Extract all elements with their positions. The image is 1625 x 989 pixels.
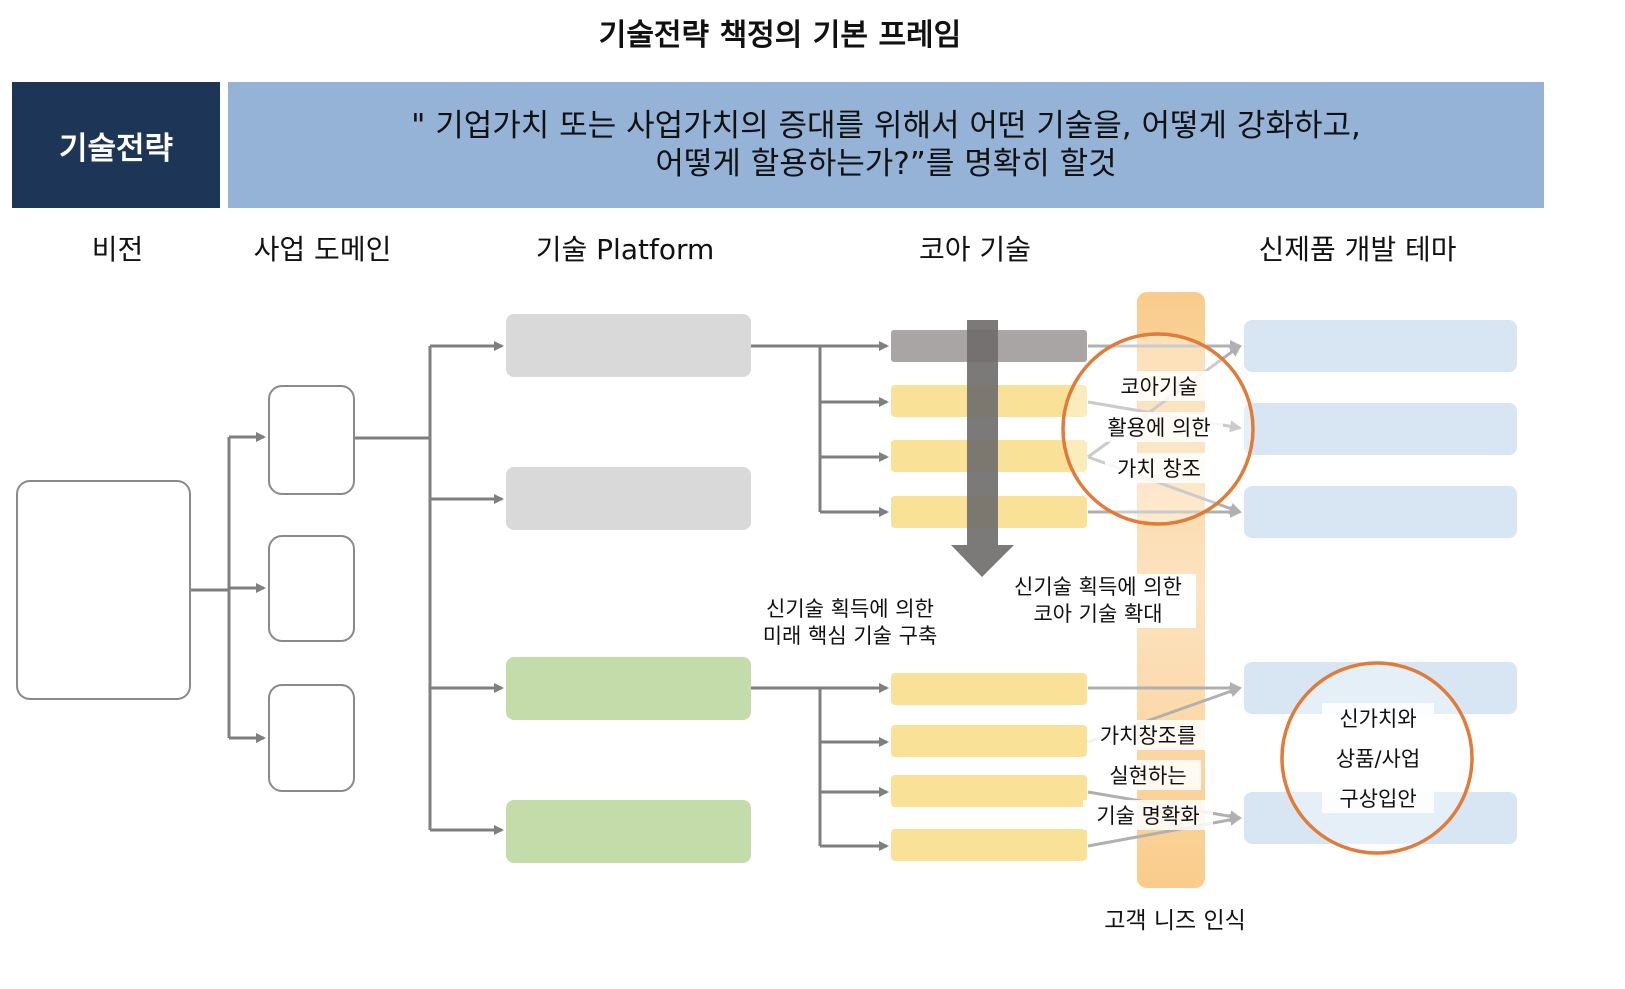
strategy-statement-line2: 어떻게 할용하는가?”를 명확히 할것 — [655, 146, 1117, 182]
note-future-core-tech: 신기술 획득에 의한 미래 핵심 기술 구축 — [745, 596, 955, 650]
column-header-domain: 사업 도메인 — [253, 233, 392, 266]
customer-needs-label: 고객 니즈 인식 — [1104, 908, 1246, 934]
domain-box — [268, 684, 355, 792]
theme-box — [1244, 320, 1517, 372]
future-platform-box — [506, 800, 751, 863]
strategy-statement-banner: " 기업가치 또는 사업가치의 증대를 위해서 어떤 기술을, 어떻게 강화하고… — [228, 82, 1544, 208]
column-header-vision: 비전 — [91, 233, 144, 266]
future-core-tech-bar — [891, 725, 1087, 757]
future-platform-box — [506, 657, 751, 720]
circle3-line3: 구상입안 — [1322, 783, 1434, 813]
diagram-title: 기술전략 책정의 기본 프레임 — [598, 18, 962, 53]
strategy-label: 기술전략 — [58, 130, 174, 167]
circle2-line2: 실현하는 — [1095, 760, 1201, 790]
column-header-theme: 신제품 개발 테마 — [1258, 233, 1457, 266]
vision-box — [16, 480, 191, 700]
theme-box — [1244, 486, 1517, 538]
circle1-line3: 가치 창조 — [1105, 453, 1213, 483]
circle2-line3: 기술 명확화 — [1083, 800, 1213, 830]
future-core-tech-bar — [891, 829, 1087, 861]
circle1-line2: 활용에 의한 — [1095, 412, 1223, 442]
column-header-platform: 기술 Platform — [535, 233, 715, 266]
circle3-line1: 신가치와 — [1322, 703, 1434, 733]
circle1-line1: 코아기술 — [1105, 371, 1213, 401]
circle3-line2: 상품/사업 — [1322, 743, 1434, 773]
strategy-statement-line1: " 기업가치 또는 사업가치의 증대를 위해서 어떤 기술을, 어떻게 강화하고… — [411, 108, 1361, 144]
platform-box — [506, 314, 751, 377]
circle2-line1: 가치창조를 — [1088, 720, 1208, 750]
column-header-core: 코아 기술 — [919, 233, 1031, 266]
future-core-tech-bar — [891, 673, 1087, 705]
note-core-tech-expansion-line2: 코아 기술 확대 — [1033, 602, 1163, 626]
strategy-label-box: 기술전략 — [12, 82, 220, 208]
domain-box — [268, 535, 355, 642]
domain-box — [268, 385, 355, 495]
note-core-tech-expansion-line1: 신기술 획득에 의한 — [1014, 575, 1182, 599]
theme-box — [1244, 403, 1517, 455]
note-future-core-tech-line2: 미래 핵심 기술 구축 — [762, 624, 938, 648]
platform-box — [506, 467, 751, 530]
note-future-core-tech-line1: 신기술 획득에 의한 — [766, 597, 934, 621]
note-core-tech-expansion: 신기술 획득에 의한 코아 기술 확대 — [1000, 574, 1196, 628]
future-core-tech-bar — [891, 775, 1087, 807]
